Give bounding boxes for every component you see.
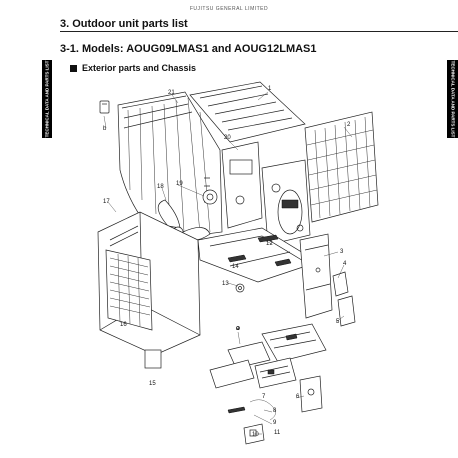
models-title: 3-1. Models: AOUG09LMAS1 and AOUG12LMAS1 [60,43,317,55]
callout-9: 9 [273,420,277,426]
callout-3: 3 [340,249,344,255]
fan-motor-part [202,189,218,205]
heat-exchanger-part [117,91,223,241]
label-plate-part [144,349,162,369]
callout-19: 19 [176,181,183,187]
header-brand: FUJITSU GENERAL LIMITED [189,6,269,12]
callout-a: a [236,326,240,332]
callout-1: 1 [268,86,272,92]
callout-8: 8 [273,408,277,414]
callout-18: 18 [157,184,164,190]
subsection-title-wrap: Exterior parts and Chassis [70,63,196,73]
callout-12: 12 [266,241,273,247]
bullet-square-icon [70,65,77,72]
callout-5: 5 [336,319,340,325]
callout-7: 7 [262,394,266,400]
drain-cap-part [235,283,245,293]
rear-grille-part [304,111,379,223]
section-title: 3. Outdoor unit parts list [60,18,188,30]
top-panel-part [189,81,306,143]
callout-15: 15 [149,381,156,387]
callout-11: 11 [274,430,281,436]
callout-2: 2 [347,122,351,128]
callout-20: 20 [224,135,231,141]
right-side-panel-part [299,233,333,319]
callout-21: 21 [168,90,175,96]
bracket-a-part [236,326,240,330]
title-rule [60,31,458,32]
compressor-part [261,159,311,246]
partition-plate-part [221,141,263,229]
side-tab-left: TECHNICAL DATA AND PARTS LIST [42,60,52,138]
callout-10: 10 [252,432,259,438]
callout-16: 16 [120,322,127,328]
side-tab-right: TECHNICAL DATA AND PARTS LIST [447,60,458,138]
fan-guard-part [105,249,153,331]
leader-lines [103,91,353,435]
terminal-cover-part [337,295,356,327]
callout-13: 13 [222,281,229,287]
control-box-assembly-part [209,323,327,413]
bracket-b-part [99,100,110,114]
callout-17: 17 [103,199,110,205]
callout-6: 6 [296,394,300,400]
callout-b: b [103,126,107,132]
callout-4: 4 [343,261,347,267]
subsection-title: Exterior parts and Chassis [82,63,197,73]
base-chassis-part [197,227,319,283]
callout-14: 14 [232,264,239,270]
valve-cover-part [332,271,349,297]
